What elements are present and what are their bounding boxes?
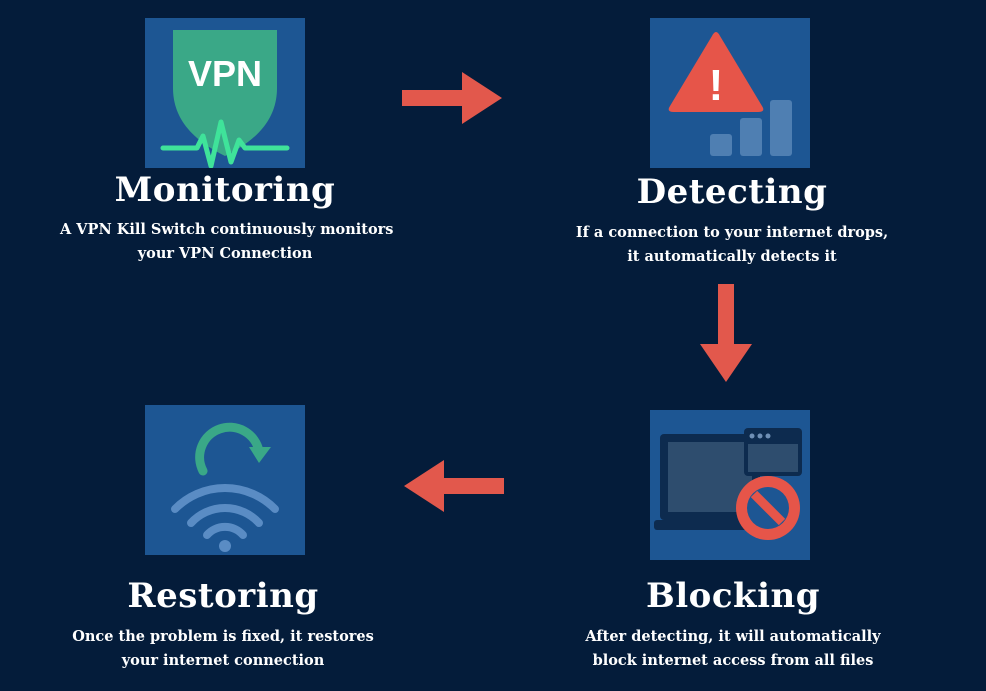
- blocking-desc-line2: block internet access from all files: [592, 652, 874, 669]
- detecting-desc-line1: If a connection to your internet drops,: [575, 224, 889, 241]
- restoring-desc-line2: your internet connection: [121, 652, 325, 669]
- restoring-description: Once the problem is fixed, it restores y…: [53, 625, 393, 673]
- arrow-right-icon: [402, 72, 502, 124]
- arrow-down-icon: [700, 284, 752, 382]
- restoring-tile: [145, 405, 305, 555]
- arrow-left-icon: [404, 460, 504, 512]
- blocking-title: Blocking: [646, 576, 820, 616]
- blocking-description: After detecting, it will automatically b…: [563, 625, 903, 673]
- detecting-tile: !: [650, 18, 810, 168]
- warning-signal-icon: !: [668, 32, 792, 156]
- wifi-restore-icon: [171, 422, 279, 552]
- detecting-desc-line2: it automatically detects it: [627, 248, 837, 265]
- monitoring-description: A VPN Kill Switch continuously monitors …: [60, 218, 394, 266]
- blocking-tile: [650, 410, 810, 560]
- monitoring-desc-line2: your VPN Connection: [137, 245, 313, 262]
- monitoring-title: Monitoring: [114, 170, 336, 210]
- blocking-desc-line1: After detecting, it will automatically: [585, 628, 881, 645]
- restoring-title: Restoring: [127, 576, 319, 616]
- restoring-desc-line1: Once the problem is fixed, it restores: [72, 628, 374, 645]
- vpn-label: VPN: [188, 53, 262, 94]
- detecting-description: If a connection to your internet drops, …: [562, 221, 902, 269]
- warning-exclamation: !: [709, 61, 724, 110]
- detecting-title: Detecting: [636, 172, 828, 212]
- monitoring-desc-line1: A VPN Kill Switch continuously monitors: [60, 221, 394, 238]
- laptop-blocked-icon: [654, 428, 802, 540]
- monitoring-tile: VPN: [145, 18, 305, 168]
- vpn-shield-icon: VPN: [160, 30, 290, 168]
